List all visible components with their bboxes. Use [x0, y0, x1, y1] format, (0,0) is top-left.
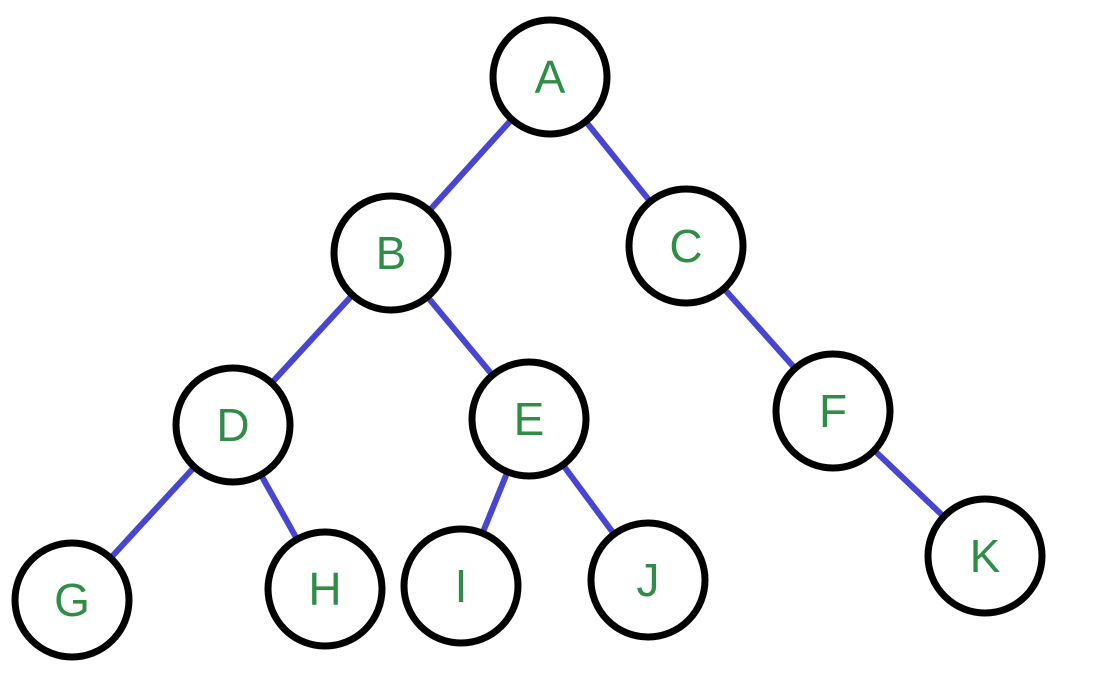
tree-node-circle-B	[330, 192, 452, 314]
tree-node-circle-H	[264, 528, 386, 650]
tree-node-B: B	[330, 192, 452, 314]
tree-node-label-E: E	[514, 393, 545, 445]
tree-node-J: J	[587, 519, 709, 641]
tree-node-label-H: H	[308, 563, 341, 615]
tree-node-H: H	[264, 528, 386, 650]
tree-node-I: I	[400, 525, 522, 647]
tree-node-G: G	[11, 539, 133, 661]
tree-node-circle-G	[11, 539, 133, 661]
tree-node-label-G: G	[54, 574, 90, 626]
tree-node-label-C: C	[669, 220, 702, 272]
tree-node-circle-J	[587, 519, 709, 641]
tree-node-label-A: A	[535, 51, 566, 103]
tree-nodes-layer: A B C D E F G H I J K	[11, 16, 1046, 661]
tree-edges-layer	[69, 74, 988, 603]
tree-node-circle-E	[468, 358, 590, 480]
tree-node-label-K: K	[970, 530, 1001, 582]
tree-node-label-D: D	[216, 399, 249, 451]
tree-node-A: A	[489, 16, 611, 138]
tree-node-circle-D	[172, 364, 294, 486]
tree-node-F: F	[772, 350, 894, 472]
tree-node-K: K	[924, 495, 1046, 617]
tree-node-label-B: B	[376, 227, 407, 279]
tree-node-label-I: I	[455, 560, 468, 612]
tree-node-circle-C	[625, 185, 747, 307]
tree-node-circle-A	[489, 16, 611, 138]
tree-node-circle-I	[400, 525, 522, 647]
tree-node-label-F: F	[819, 385, 847, 437]
tree-node-E: E	[468, 358, 590, 480]
tree-node-D: D	[172, 364, 294, 486]
tree-node-C: C	[625, 185, 747, 307]
tree-node-circle-F	[772, 350, 894, 472]
tree-node-label-J: J	[637, 554, 660, 606]
tree-node-circle-K	[924, 495, 1046, 617]
